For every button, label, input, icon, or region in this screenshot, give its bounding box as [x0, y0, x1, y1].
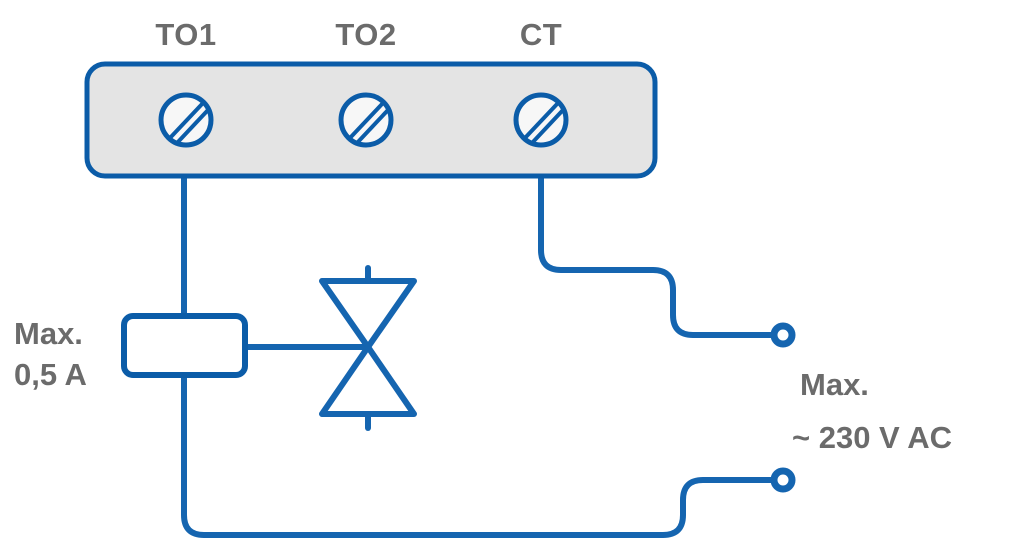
screw-slot-line-a [167, 101, 205, 141]
terminal-label-to1: TO1 [155, 17, 216, 52]
supply-terminal-live[interactable] [770, 322, 796, 348]
terminal-screw-to1[interactable] [158, 92, 214, 148]
screw-slot-line-a [347, 101, 385, 141]
valve-symbol[interactable] [319, 265, 417, 431]
fuse-rating-line2: 0,5 A [14, 357, 87, 392]
valve-lower-triangle [319, 344, 417, 417]
supply-label-line1: Max. [800, 367, 869, 402]
wire-ct-to-supply [538, 117, 777, 338]
fuse-rating-line1: Max. [14, 316, 83, 351]
screw-slot-line-b [355, 108, 390, 145]
terminal-label-ct: CT [520, 17, 562, 52]
screw-slot-line-b [530, 108, 565, 145]
wire-fuse-to-bottom-loop [181, 372, 777, 538]
terminal-screw-to2[interactable] [338, 92, 394, 148]
terminal-block[interactable] [84, 61, 658, 179]
supply-terminal-neutral[interactable] [770, 467, 796, 493]
terminal-screw-ct[interactable] [513, 92, 569, 148]
valve-upper-triangle [319, 278, 417, 350]
fuse-body[interactable] [121, 313, 248, 378]
screw-slot-line-b [175, 108, 210, 145]
supply-label-line2: ~ 230 V AC [792, 420, 952, 455]
wiring-layer [181, 117, 777, 538]
terminal-label-to2: TO2 [335, 17, 396, 52]
screw-slot-line-a [522, 101, 560, 141]
